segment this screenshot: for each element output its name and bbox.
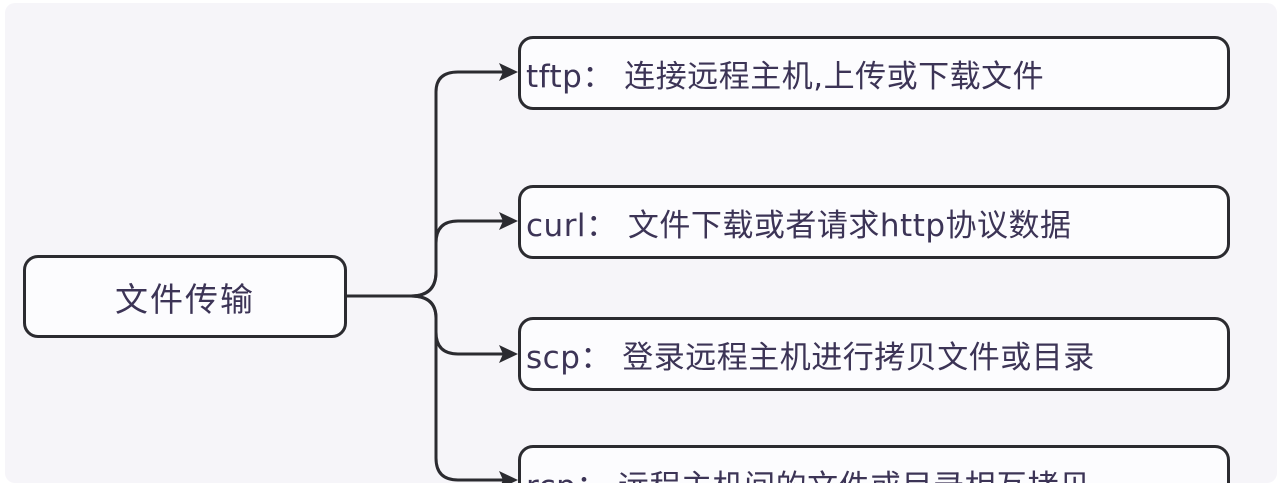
arrowhead-tftp [499,63,518,81]
branch-curl-path [347,219,505,298]
root-node-file-transfer[interactable]: 文件传输 [23,255,347,338]
node-curl-label: curl： 文件下载或者请求http协议数据 [526,207,1072,244]
arrowhead-curl [499,212,518,230]
node-tftp[interactable]: tftp： 连接远程主机,上传或下载文件 [518,36,1230,110]
branch-tftp-path [347,70,505,298]
mindmap-canvas: 文件传输 tftp： 连接远程主机,上传或下载文件 curl： 文件下载或者请求… [5,3,1277,483]
node-scp[interactable]: scp： 登录远程主机进行拷贝文件或目录 [518,317,1230,391]
node-rcp[interactable]: rcp： 远程主机间的文件或目录相互拷贝 [518,445,1230,483]
branch-rcp-path [347,294,505,482]
root-node-label: 文件传输 [115,279,255,319]
node-tftp-label: tftp： 连接远程主机,上传或下载文件 [526,58,1045,95]
node-curl[interactable]: curl： 文件下载或者请求http协议数据 [518,185,1230,259]
arrowhead-scp [499,345,518,363]
arrowheads [499,63,518,483]
arrowhead-rcp [499,471,518,483]
node-scp-label: scp： 登录远程主机进行拷贝文件或目录 [526,339,1095,376]
node-rcp-label: rcp： 远程主机间的文件或目录相互拷贝 [526,461,1091,483]
branch-paths [347,70,505,482]
branch-scp-path [347,294,505,356]
